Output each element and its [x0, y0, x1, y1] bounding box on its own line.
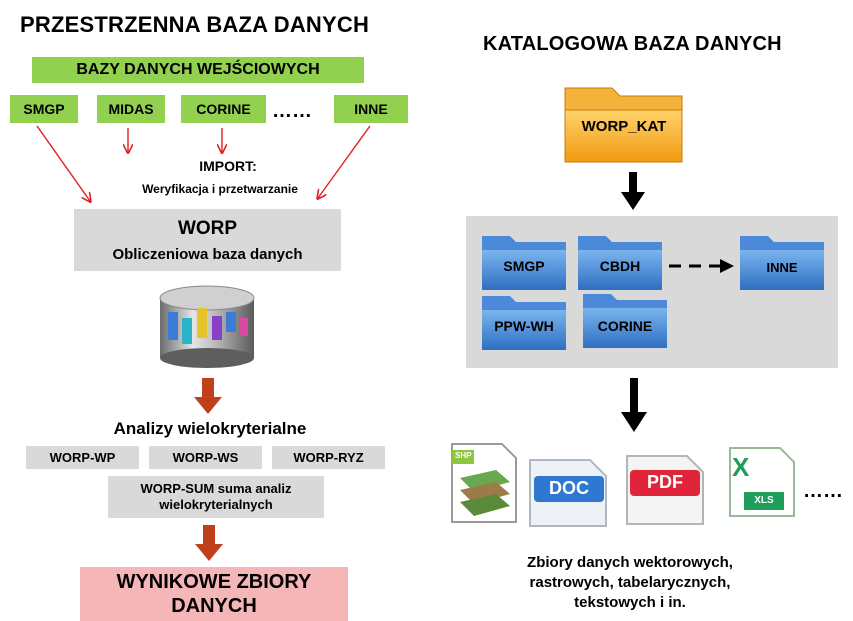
folder-smgp-label: SMGP [503, 258, 545, 274]
source-midas: MIDAS [97, 95, 165, 123]
worp-kat-label: WORP_KAT [581, 118, 667, 135]
files-ellipsis: …… [803, 480, 843, 502]
files-description: Zbiory danych wektorowych, rastrowych, t… [470, 553, 790, 613]
xls-x-label: X [732, 452, 750, 482]
folder-ppw-wh-icon [482, 296, 566, 350]
folder-cbdh-label: CBDH [599, 258, 641, 274]
folder-cbdh-icon [578, 236, 662, 290]
down-arrow-to-result [195, 525, 223, 561]
analysis-worp-ws: WORP-WS [149, 446, 262, 469]
doc-file-label: DOC [549, 478, 589, 498]
worp-sum-box: WORP-SUM suma analiz wielokryterialnych [108, 476, 324, 518]
worp-box: WORP Obliczeniowa baza danych [74, 209, 341, 271]
folder-smgp-icon [482, 236, 566, 290]
folder-ppw-wh-label: PPW-WH [494, 318, 554, 334]
down-arrow-to-files [621, 378, 647, 432]
folder-inne-label: INNE [766, 260, 798, 275]
folder-corine-icon [583, 294, 667, 348]
xls-file-label: XLS [754, 495, 774, 506]
pdf-file-label: PDF [647, 472, 683, 492]
analysis-worp-ryz: WORP-RYZ [272, 446, 385, 469]
input-databases-header: BAZY DANYCH WEJŚCIOWYCH [32, 57, 364, 83]
folder-inne-icon [740, 236, 824, 290]
folder-corine-label: CORINE [597, 318, 653, 334]
files-description-line3: tekstowych i in. [574, 594, 686, 611]
shp-file-label: SHP [455, 451, 472, 460]
worp-sum-line1: WORP-SUM suma analiz [140, 481, 292, 496]
result-line1: WYNIKOWE ZBIORY [116, 571, 312, 593]
shp-file-icon [451, 443, 517, 523]
analysis-title: Analizy wielokryterialne [113, 419, 307, 438]
result-line2: DANYCH [171, 595, 257, 617]
result-box: WYNIKOWE ZBIORY DANYCH [80, 567, 348, 621]
pdf-file-icon [626, 455, 704, 525]
right-title: KATALOGOWA BAZA DANYCH [483, 33, 782, 55]
source-corine: CORINE [181, 95, 266, 123]
import-arrows [36, 125, 371, 201]
import-subtitle: Weryfikacja i przetwarzanie [142, 182, 298, 196]
analysis-worp-wp: WORP-WP [26, 446, 139, 469]
dashed-arrow-cbdh-inne [669, 259, 734, 273]
source-inne: INNE [334, 95, 408, 123]
worp-subtitle: Obliczeniowa baza danych [112, 245, 303, 263]
xls-file-icon [729, 447, 795, 517]
doc-file-icon [529, 459, 607, 527]
import-title: IMPORT: [199, 158, 257, 174]
source-smgp: SMGP [10, 95, 78, 123]
worp-sum-line2: wielokryterialnych [159, 497, 273, 512]
files-description-line1: Zbiory danych wektorowych, [527, 554, 733, 571]
left-title: PRZESTRZENNA BAZA DANYCH [20, 12, 370, 37]
database-icon [159, 285, 255, 368]
worp-title: WORP [177, 217, 238, 239]
down-arrow-to-catalog [621, 172, 645, 210]
down-arrow-to-analysis [194, 378, 222, 414]
files-description-line2: rastrowych, tabelarycznych, [529, 574, 731, 591]
worp-kat-folder-icon [564, 87, 683, 163]
sources-ellipsis: …… [272, 100, 312, 122]
